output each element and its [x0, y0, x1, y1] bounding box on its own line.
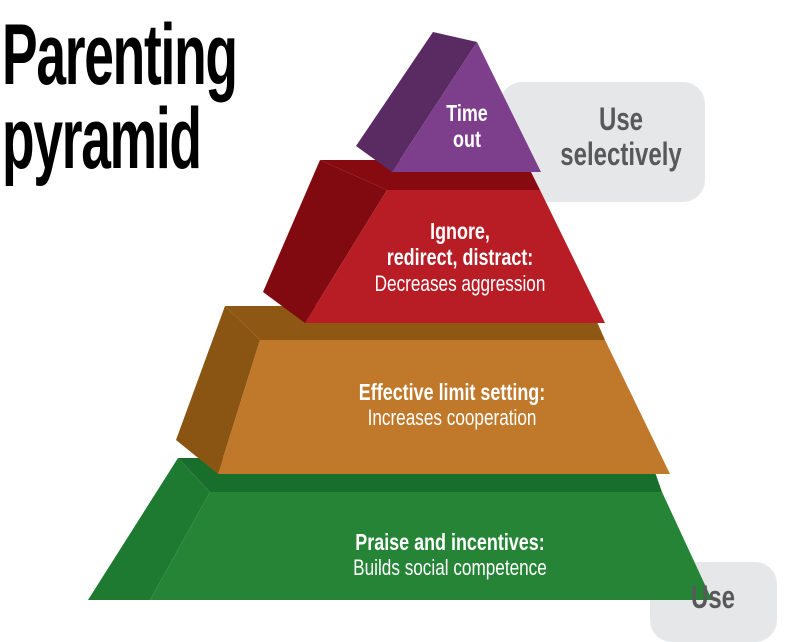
- tier-timeout-front: [392, 42, 541, 172]
- tier-ignore-desc: Decreases aggression: [374, 270, 546, 296]
- tier-ignore-side: [263, 160, 387, 323]
- tier-ignore-front: [305, 190, 605, 323]
- tier-timeout-line1: Time: [446, 100, 488, 126]
- title-line-2: pyramid: [2, 91, 202, 187]
- tier-timeout-line2: out: [453, 126, 481, 153]
- tier-praise-front: [150, 492, 712, 600]
- pyramid-diagram: [88, 32, 712, 600]
- tier-praise-bold: Praise and incentives:: [355, 529, 545, 555]
- callout-use-selectively-text: Use selectively: [560, 102, 681, 171]
- tier-praise-label: Praise and incentives: Builds social com…: [353, 529, 547, 581]
- tier-praise-desc: Builds social competence: [353, 555, 547, 581]
- tier-ignore-bold1: Ignore,: [430, 218, 490, 244]
- tier-limit-bold: Effective limit setting:: [358, 379, 546, 405]
- callout-line2: selectively: [560, 135, 682, 172]
- tier-praise-side: [88, 458, 210, 600]
- callout-use-bottom-text: Use: [691, 580, 735, 615]
- tier-limit-side: [176, 306, 260, 474]
- tier-ignore-label: Ignore, redirect, distract: Decreases ag…: [375, 218, 546, 296]
- tier-limit-front: [218, 340, 670, 474]
- tier-timeout-label: Time out: [446, 100, 488, 153]
- callout-bottom-line1: Use: [690, 579, 736, 615]
- title-line-1: Parenting: [2, 7, 238, 103]
- tier-timeout-side: [356, 32, 477, 172]
- tier-limit-desc: Increases cooperation: [367, 405, 537, 431]
- tier-limit-label: Effective limit setting: Increases coope…: [359, 379, 545, 431]
- tier-ignore-bold2: redirect, distract:: [386, 244, 534, 271]
- callout-line1: Use: [598, 101, 644, 137]
